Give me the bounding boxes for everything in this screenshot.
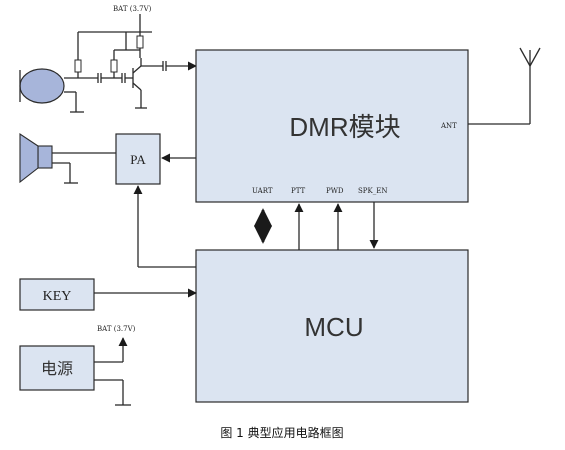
speaker-icon bbox=[19, 132, 53, 184]
figure-caption: 图 1 典型应用电路框图 bbox=[220, 425, 343, 440]
pa-block bbox=[115, 133, 161, 185]
dmr-module-label: DMR模块 bbox=[289, 112, 400, 142]
mcu-label: MCU bbox=[304, 312, 363, 342]
mcu-block bbox=[195, 249, 469, 403]
antenna-icon bbox=[468, 47, 541, 125]
ptt-label: PTT bbox=[291, 187, 306, 195]
preamp-circuit bbox=[64, 14, 197, 113]
bat-label-power: BAT (3.7V) bbox=[97, 325, 136, 333]
spk-en-label: SPK_EN bbox=[358, 187, 387, 195]
dmr-module-block bbox=[195, 49, 469, 203]
pa-label: PA bbox=[130, 152, 146, 167]
ant-label: ANT bbox=[440, 122, 457, 130]
key-label: KEY bbox=[43, 289, 72, 304]
power-label: 电源 bbox=[41, 360, 73, 378]
power-block bbox=[19, 345, 95, 391]
microphone-icon bbox=[19, 68, 65, 104]
pwd-label: PWD bbox=[326, 187, 344, 195]
uart-label: UART bbox=[252, 187, 273, 195]
bat-label-top: BAT (3.7V) bbox=[113, 5, 152, 13]
key-block bbox=[19, 278, 95, 311]
